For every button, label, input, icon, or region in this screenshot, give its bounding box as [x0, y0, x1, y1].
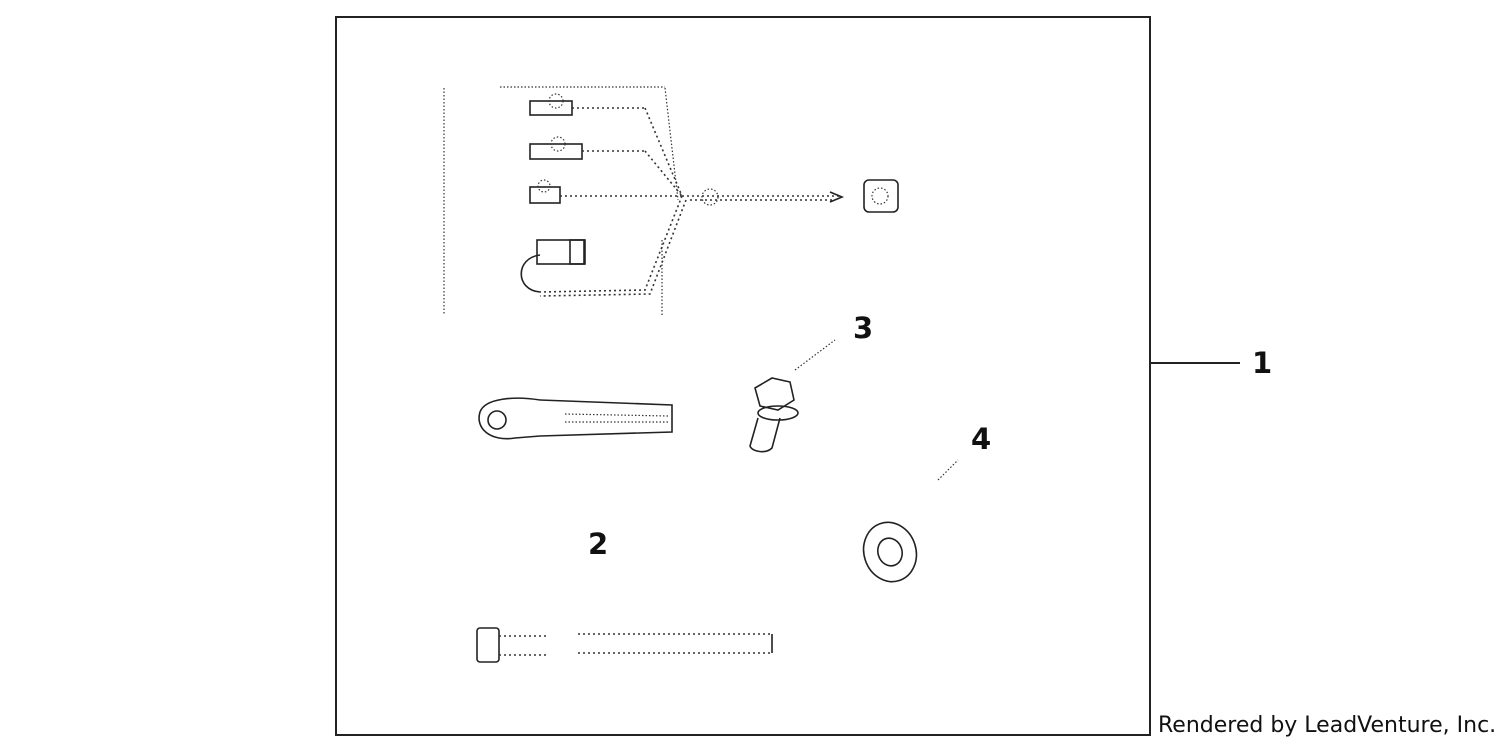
wire-harness-drawing — [443, 86, 899, 315]
washer-drawing — [862, 459, 959, 583]
ring-terminal-drawing — [478, 397, 673, 440]
flange-bolt-drawing — [749, 339, 836, 453]
kit-frame — [335, 16, 1151, 736]
render-credit: Rendered by LeadVenture, Inc. — [1158, 713, 1496, 738]
callout-washer: 4 — [971, 422, 991, 456]
callout-kit: 1 — [1252, 346, 1272, 380]
callout-bolt: 3 — [853, 311, 873, 345]
callout-harness: 2 — [588, 527, 608, 561]
long-bolt-drawing — [476, 627, 773, 663]
